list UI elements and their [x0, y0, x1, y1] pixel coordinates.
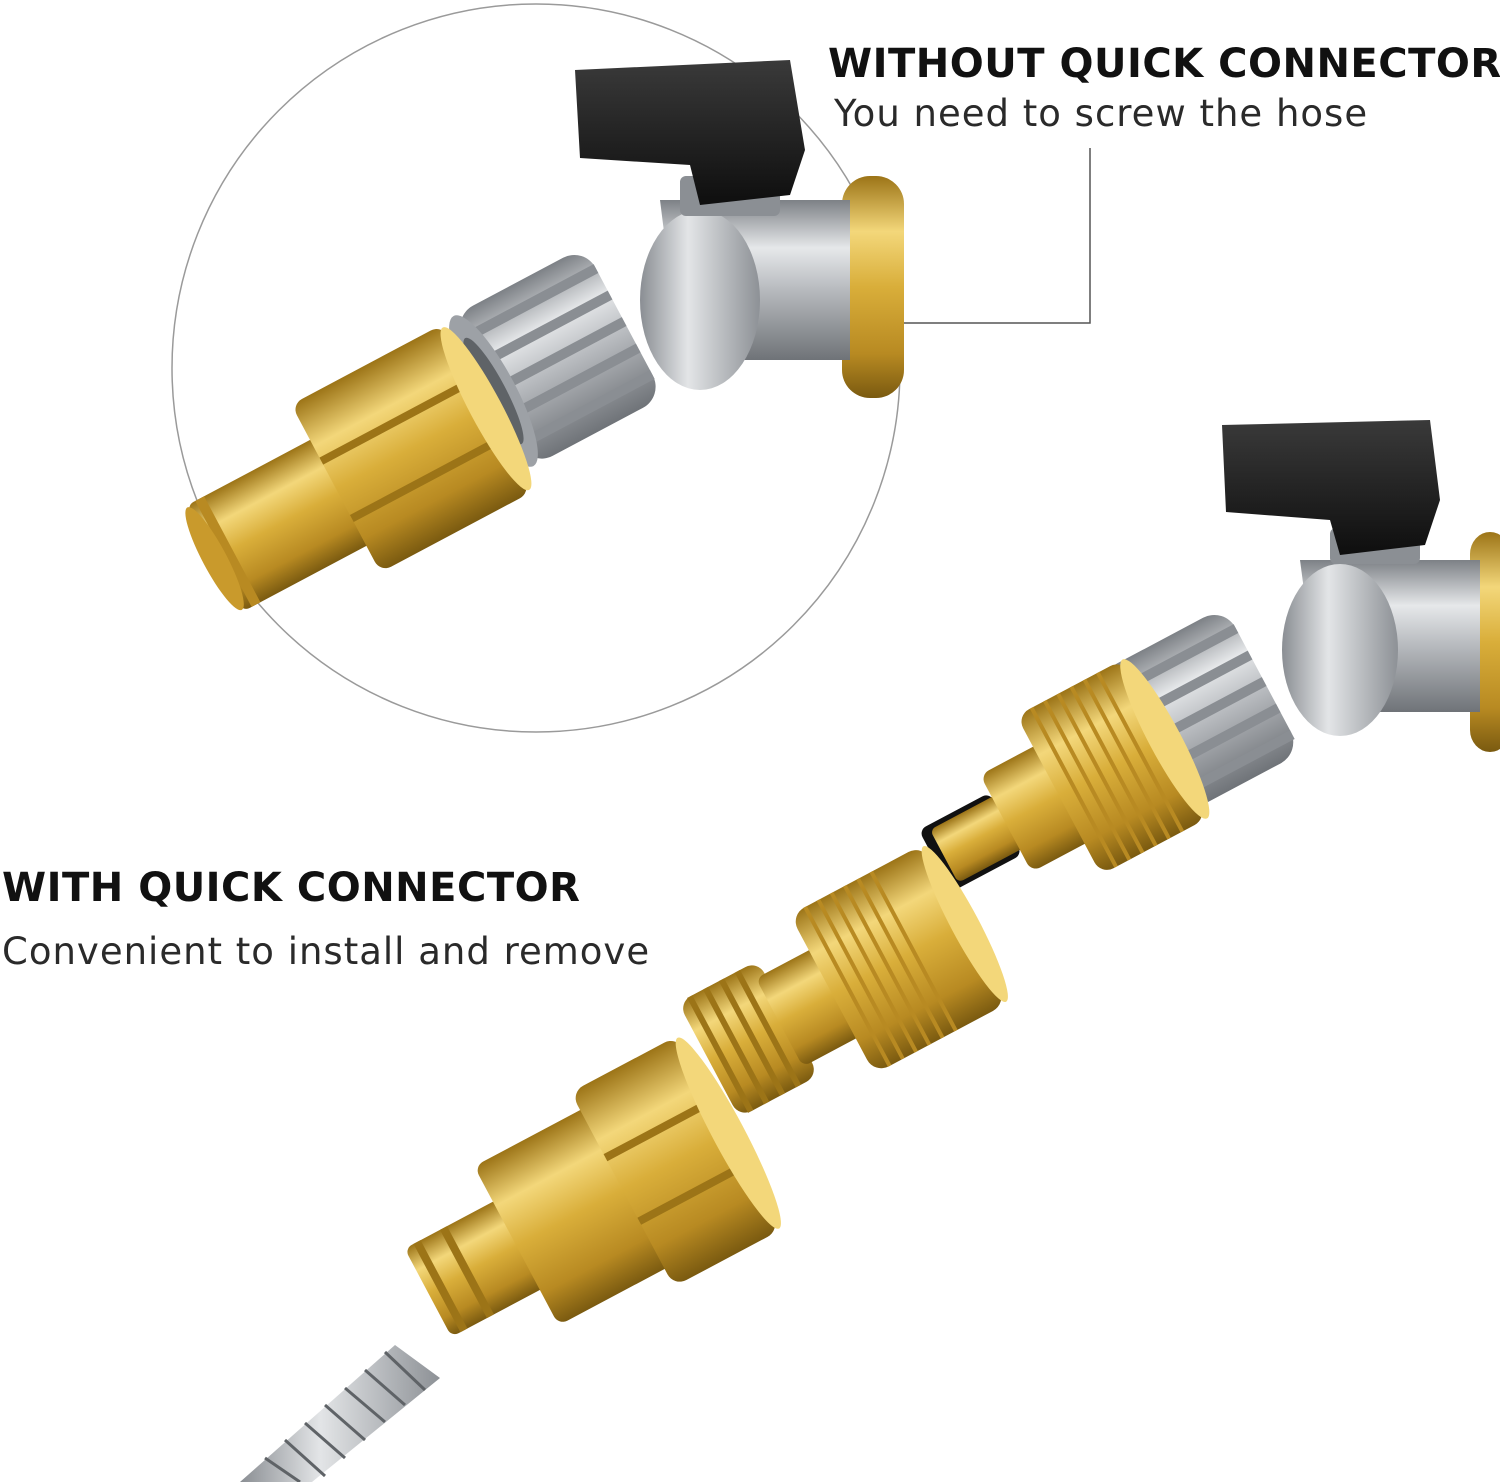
caption-without-quick-connector: WITHOUT QUICK CONNECTOR You need to scre… [828, 42, 1500, 136]
hose-quick-connector [683, 846, 1008, 1113]
leader-line [898, 148, 1091, 324]
caption-with-title: WITH QUICK CONNECTOR [2, 865, 581, 911]
faucet-top [449, 60, 904, 467]
metal-hose [240, 1345, 440, 1482]
hose-coupling-bottom [407, 1037, 781, 1335]
caption-without-subtitle: You need to screw the hose [834, 92, 1369, 135]
faucet-top-threads [449, 254, 656, 467]
caption-with-subtitle: Convenient to install and remove [2, 930, 651, 973]
caption-without-title: WITHOUT QUICK CONNECTOR [828, 41, 1500, 87]
caption-with-quick-connector: WITH QUICK CONNECTOR Convenient to insta… [2, 866, 650, 974]
tap-adapter [921, 659, 1210, 890]
hose-coupling-top [185, 327, 532, 611]
